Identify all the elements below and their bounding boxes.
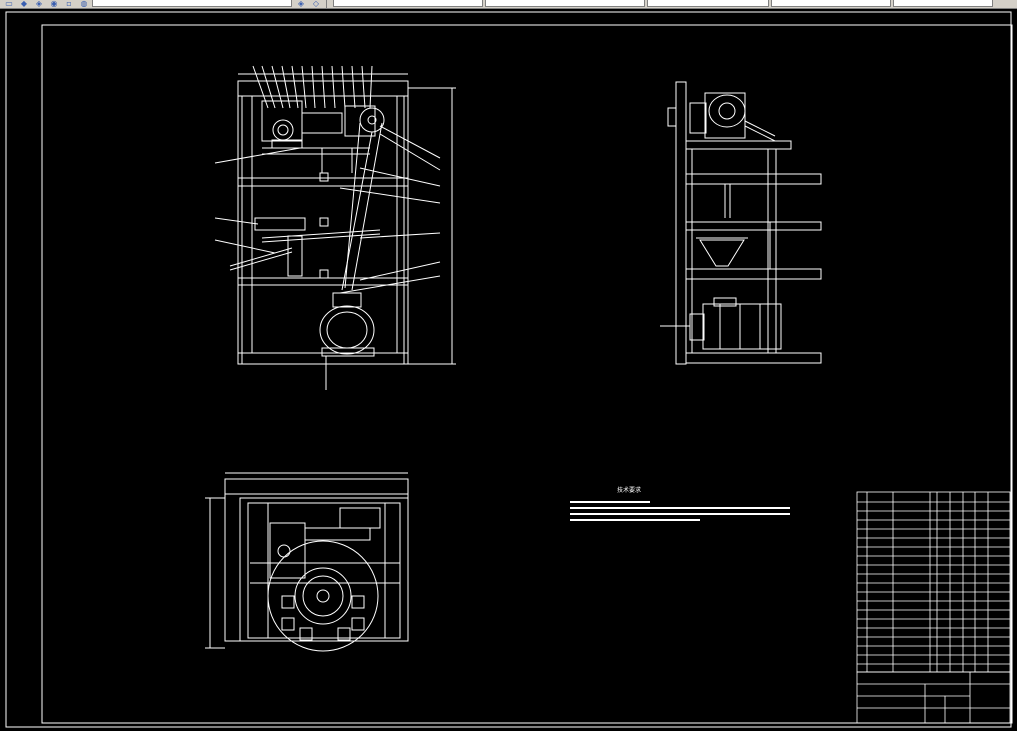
side-view	[660, 81, 822, 365]
properties-combo[interactable]	[893, 0, 993, 7]
lightbulb-icon[interactable]: ◍	[80, 0, 88, 8]
lineweight-combo[interactable]	[647, 0, 769, 7]
sheet-border	[5, 11, 1012, 728]
layer-icon[interactable]: ◆	[20, 0, 28, 8]
color-combo[interactable]	[333, 0, 483, 7]
tech-requirements: 技术要求	[570, 486, 790, 521]
model-space[interactable]: 技术要求	[0, 8, 1017, 731]
tech-requirements-title: 技术要求	[617, 486, 641, 494]
toolbar-separator	[326, 0, 327, 8]
layer-state-icon[interactable]: ◈	[297, 0, 305, 8]
layer-previous-icon[interactable]: ◇	[312, 0, 320, 8]
toolbar: ▭ ◆ ◈ ◉ ▫ ◍ ◈ ◇	[0, 0, 1017, 9]
front-view	[214, 65, 456, 390]
match-properties-icon[interactable]: ◈	[35, 0, 43, 8]
layer-combo[interactable]	[92, 0, 292, 7]
plotstyle-combo[interactable]	[771, 0, 891, 7]
sheet-frame	[41, 24, 1013, 724]
bill-of-materials	[856, 491, 1011, 673]
top-view	[205, 472, 409, 652]
save-icon[interactable]: ▭	[5, 0, 13, 8]
linetype-combo[interactable]	[485, 0, 645, 7]
toggle-icon[interactable]: ▫	[66, 0, 72, 8]
drawing-canvas: 技术要求	[0, 8, 1017, 731]
title-block	[856, 671, 1011, 724]
color-wheel-icon[interactable]: ◉	[50, 0, 58, 8]
